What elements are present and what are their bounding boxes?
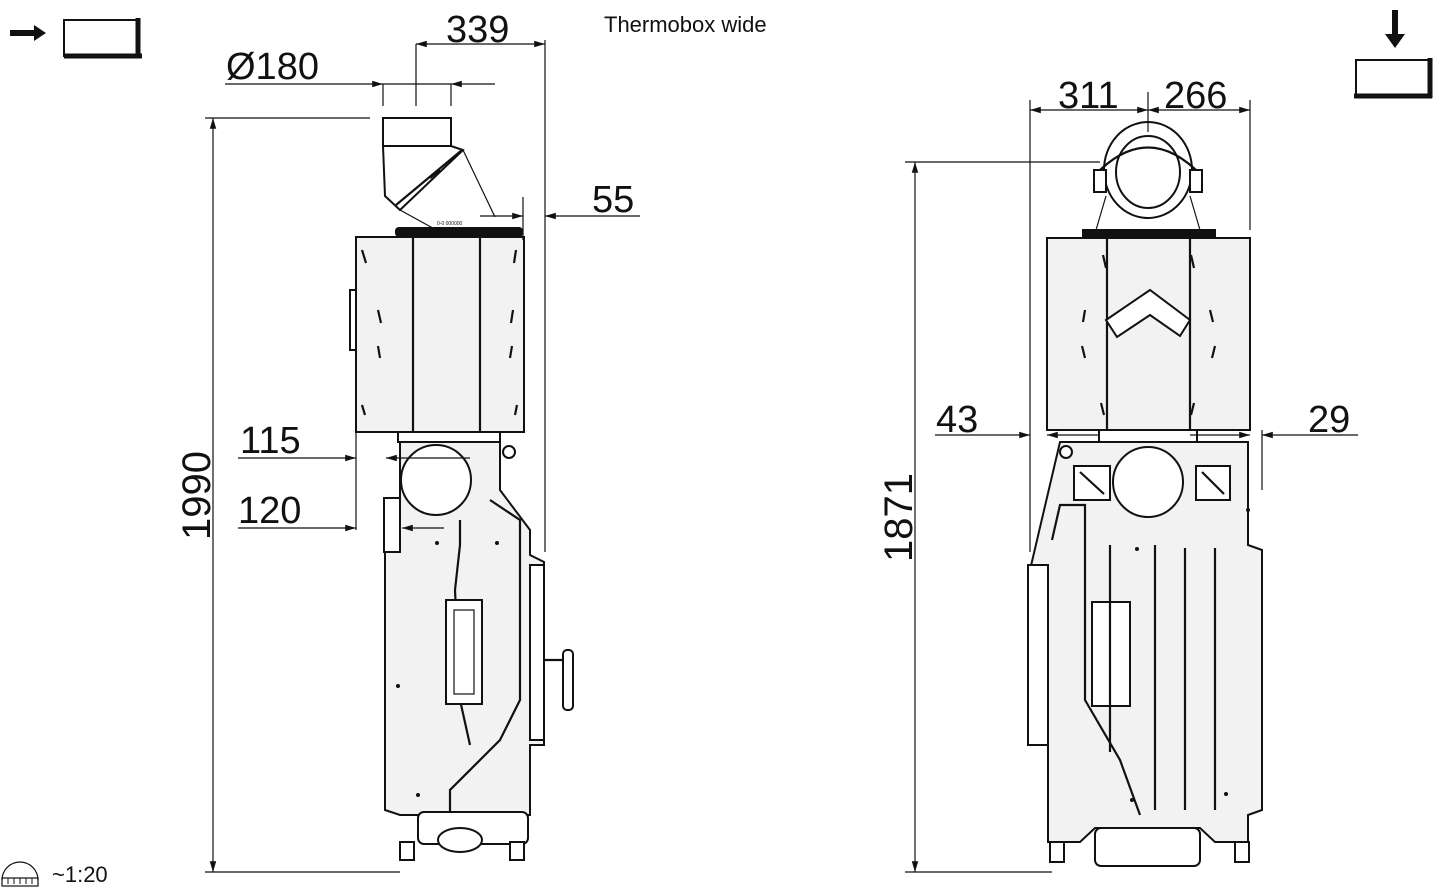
ruler-protractor-icon: [1, 861, 39, 887]
dim-29: 29: [1308, 399, 1350, 441]
left-collar: [397, 431, 501, 443]
left-flue-pipe: 0-0 000000: [381, 117, 523, 237]
dim-120: 120: [238, 490, 301, 532]
dim-height-1990: 1990: [175, 451, 219, 540]
scale-label: ~1:20: [52, 862, 108, 887]
right-view: 311 266 43 29 1871: [877, 75, 1358, 873]
dim-height-1871: 1871: [877, 473, 921, 562]
dim-311: 311: [1058, 75, 1119, 117]
left-view: 0-0 000000: [175, 9, 640, 873]
arrow-down-box-icon: [1354, 10, 1433, 99]
right-stove-body: [1027, 441, 1263, 867]
dim-266: 266: [1164, 75, 1227, 117]
arrow-right-box-icon: [10, 18, 142, 59]
dim-43: 43: [936, 399, 978, 441]
right-collar: [1098, 429, 1198, 443]
right-dimensions: [905, 92, 1358, 873]
dim-flue-diameter: Ø180: [226, 46, 319, 88]
right-thermobox: [1046, 237, 1251, 431]
left-stove-body: [383, 441, 574, 861]
right-flue-elbow: [1082, 121, 1216, 239]
dim-115: 115: [240, 420, 301, 462]
dim-55: 55: [592, 179, 634, 221]
drawing-title: Thermobox wide: [604, 12, 767, 37]
dim-339: 339: [446, 9, 509, 51]
left-thermobox: [349, 236, 525, 433]
left-dimensions: [205, 40, 640, 873]
svg-text:0-0 000000: 0-0 000000: [437, 221, 463, 227]
